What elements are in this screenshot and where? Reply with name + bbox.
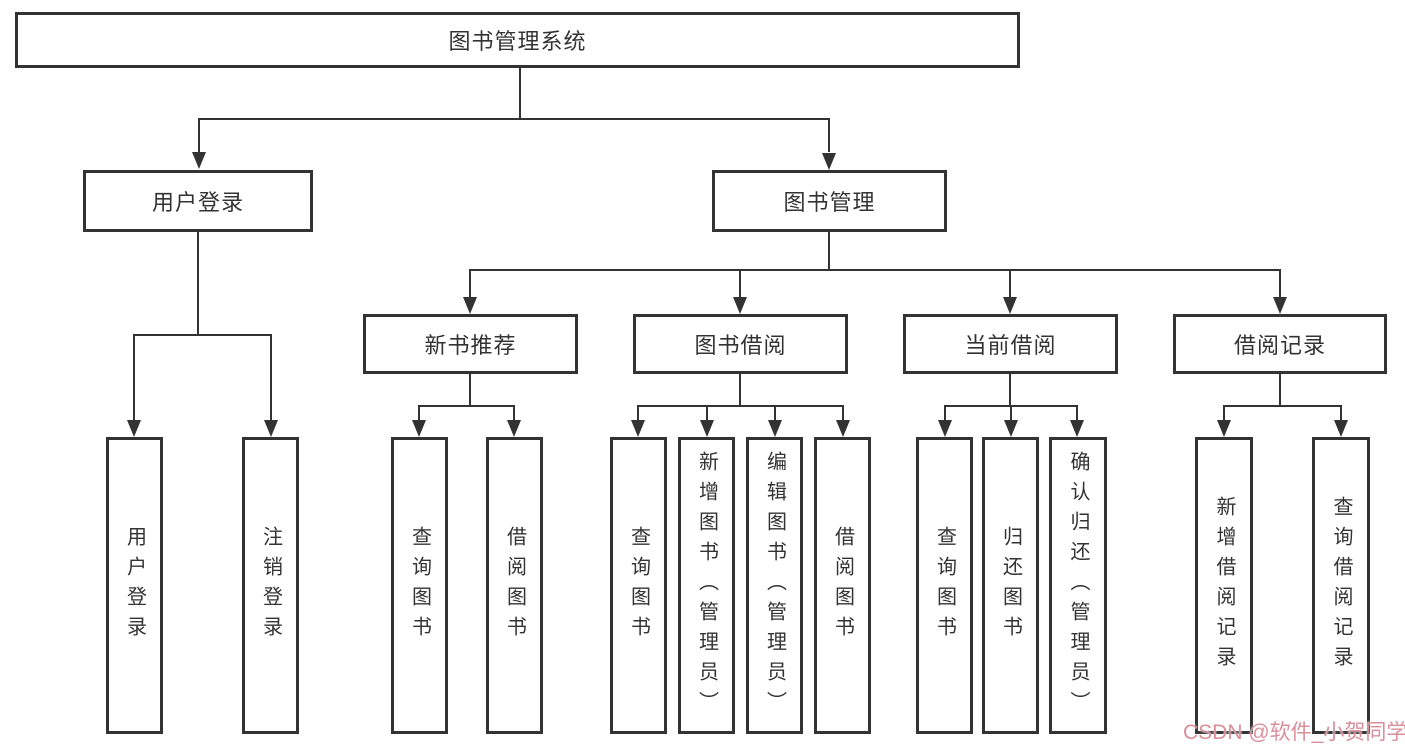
arrow-down-icon [1217,420,1231,437]
leaf-logout-label: 注销登录 [259,525,282,646]
arrow-down-icon [1003,297,1017,314]
connector-line [828,232,830,271]
leaf-return-book: 归还图书 [982,437,1039,734]
leaf-query-books-current-label: 查询图书 [933,525,956,646]
node-new-book-recommend: 新书推荐 [363,314,578,374]
leaf-confirm-return-admin-label: 确认归还（管理员） [1067,450,1089,721]
leaf-borrow-books-recommend-label: 借阅图书 [503,525,526,646]
node-book-borrowing-label: 图书借阅 [694,333,787,358]
connector-line [418,405,420,421]
arrow-down-icon [192,152,206,169]
leaf-borrow-books: 借阅图书 [814,437,871,734]
connector-line [197,232,199,336]
connector-line [1279,269,1281,298]
arrow-down-icon [1070,420,1084,437]
node-library-management-system-label: 图书管理系统 [448,29,587,54]
leaf-return-book-label: 归还图书 [999,525,1022,646]
arrow-down-icon [768,420,782,437]
leaf-user-login: 用户登录 [106,437,163,734]
node-book-management: 图书管理 [712,170,947,232]
connector-line [133,334,272,336]
connector-line [198,118,200,152]
arrow-down-icon [631,420,645,437]
connector-line [198,118,830,120]
connector-line [270,334,272,420]
connector-line [469,374,471,407]
leaf-query-books-recommend-label: 查询图书 [408,525,431,646]
connector-line [842,405,844,421]
node-library-management-system: 图书管理系统 [15,12,1020,68]
leaf-add-borrow-record: 新增借阅记录 [1195,437,1253,734]
node-user-login-label: 用户登录 [151,190,244,215]
node-new-book-recommend-label: 新书推荐 [424,333,517,358]
leaf-add-book-admin-label: 新增图书（管理员） [695,450,718,721]
connector-line [418,405,515,407]
leaf-query-borrow-record-label: 查询借阅记录 [1330,495,1352,676]
node-current-borrowing: 当前借阅 [903,314,1118,374]
connector-line [1009,374,1011,407]
connector-line [774,405,776,421]
leaf-borrow-books-label: 借阅图书 [831,525,854,646]
node-book-management-label: 图书管理 [783,190,876,215]
arrow-down-icon [733,297,747,314]
connector-line [469,269,1281,271]
connector-line [637,405,639,421]
arrow-down-icon [1004,420,1018,437]
node-borrowing-records: 借阅记录 [1173,314,1387,374]
leaf-query-books-current: 查询图书 [916,437,973,734]
leaf-query-books-recommend: 查询图书 [391,437,448,734]
leaf-add-book-admin: 新增图书（管理员） [678,437,735,734]
connector-line [706,405,708,421]
connector-line [133,334,135,420]
leaf-confirm-return-admin: 确认归还（管理员） [1049,437,1107,734]
connector-line [1010,405,1012,421]
connector-line [739,374,741,407]
leaf-query-borrow-record: 查询借阅记录 [1312,437,1370,734]
connector-line [1279,374,1281,407]
arrow-down-icon [463,297,477,314]
connector-line [519,68,521,120]
connector-line [1340,405,1342,421]
node-borrowing-records-label: 借阅记录 [1233,333,1326,358]
arrow-down-icon [412,420,426,437]
connector-line [1076,405,1078,421]
connector-line [739,269,741,298]
connector-line [944,405,946,421]
connector-line [828,118,830,152]
leaf-query-books-borrowing: 查询图书 [610,437,667,734]
leaf-query-books-borrowing-label: 查询图书 [627,525,650,646]
connector-line [513,405,515,421]
leaf-borrow-books-recommend: 借阅图书 [486,437,543,734]
connector-line [1223,405,1342,407]
leaf-edit-book-admin-label: 编辑图书（管理员） [763,450,786,721]
connector-line [1223,405,1225,421]
arrow-down-icon [264,420,278,437]
arrow-down-icon [1334,420,1348,437]
arrow-down-icon [507,420,521,437]
arrow-down-icon [127,420,141,437]
arrow-down-icon [1273,297,1287,314]
node-user-login: 用户登录 [83,170,313,232]
connector-line [1009,269,1011,298]
arrow-down-icon [822,153,836,170]
connector-line [469,269,471,298]
csdn-watermark: CSDN @软件_小贺同学 [1183,721,1405,744]
node-book-borrowing: 图书借阅 [633,314,848,374]
arrow-down-icon [700,420,714,437]
node-current-borrowing-label: 当前借阅 [964,333,1057,358]
arrow-down-icon [938,420,952,437]
leaf-add-borrow-record-label: 新增借阅记录 [1213,495,1235,676]
leaf-edit-book-admin: 编辑图书（管理员） [746,437,803,734]
leaf-logout: 注销登录 [242,437,299,734]
leaf-user-login-label: 用户登录 [123,525,146,646]
arrow-down-icon [836,420,850,437]
connector-line [637,405,843,407]
